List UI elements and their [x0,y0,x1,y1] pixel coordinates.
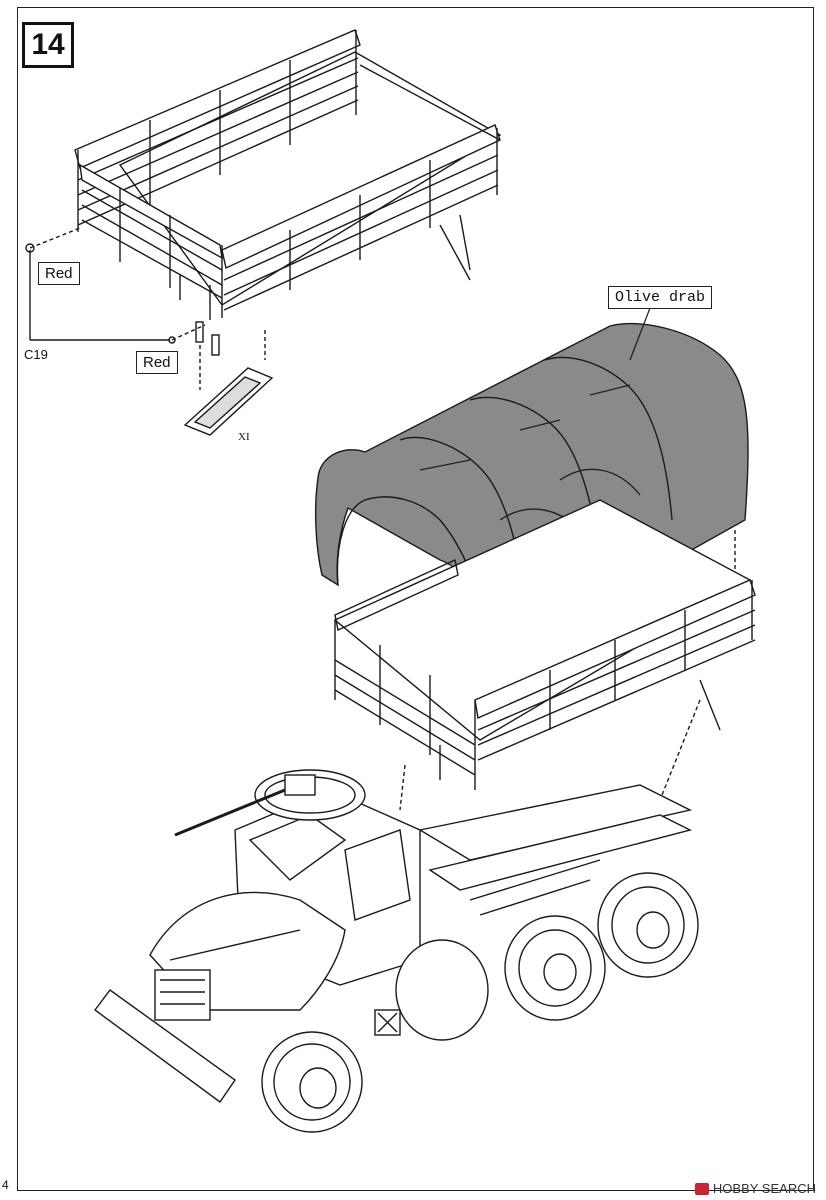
part-label-xi: XI [238,431,250,443]
page-number: 4 [2,1178,9,1192]
red-label-upper: Red [38,262,80,285]
step-number: 14 [22,22,74,68]
part-label-c19: C19 [24,347,48,362]
hobby-search-logo-icon [694,1182,709,1195]
red-label-lower: Red [136,351,178,374]
page-frame [17,7,814,1191]
olive-drab-label: Olive drab [608,286,713,309]
truck [94,769,699,1133]
cargo-bed-upper [74,29,502,320]
watermark-text: HOBBY SEARCH [712,1181,816,1196]
cargo-bed-lower [333,499,756,790]
watermark: HOBBY SEARCH [694,1181,816,1196]
